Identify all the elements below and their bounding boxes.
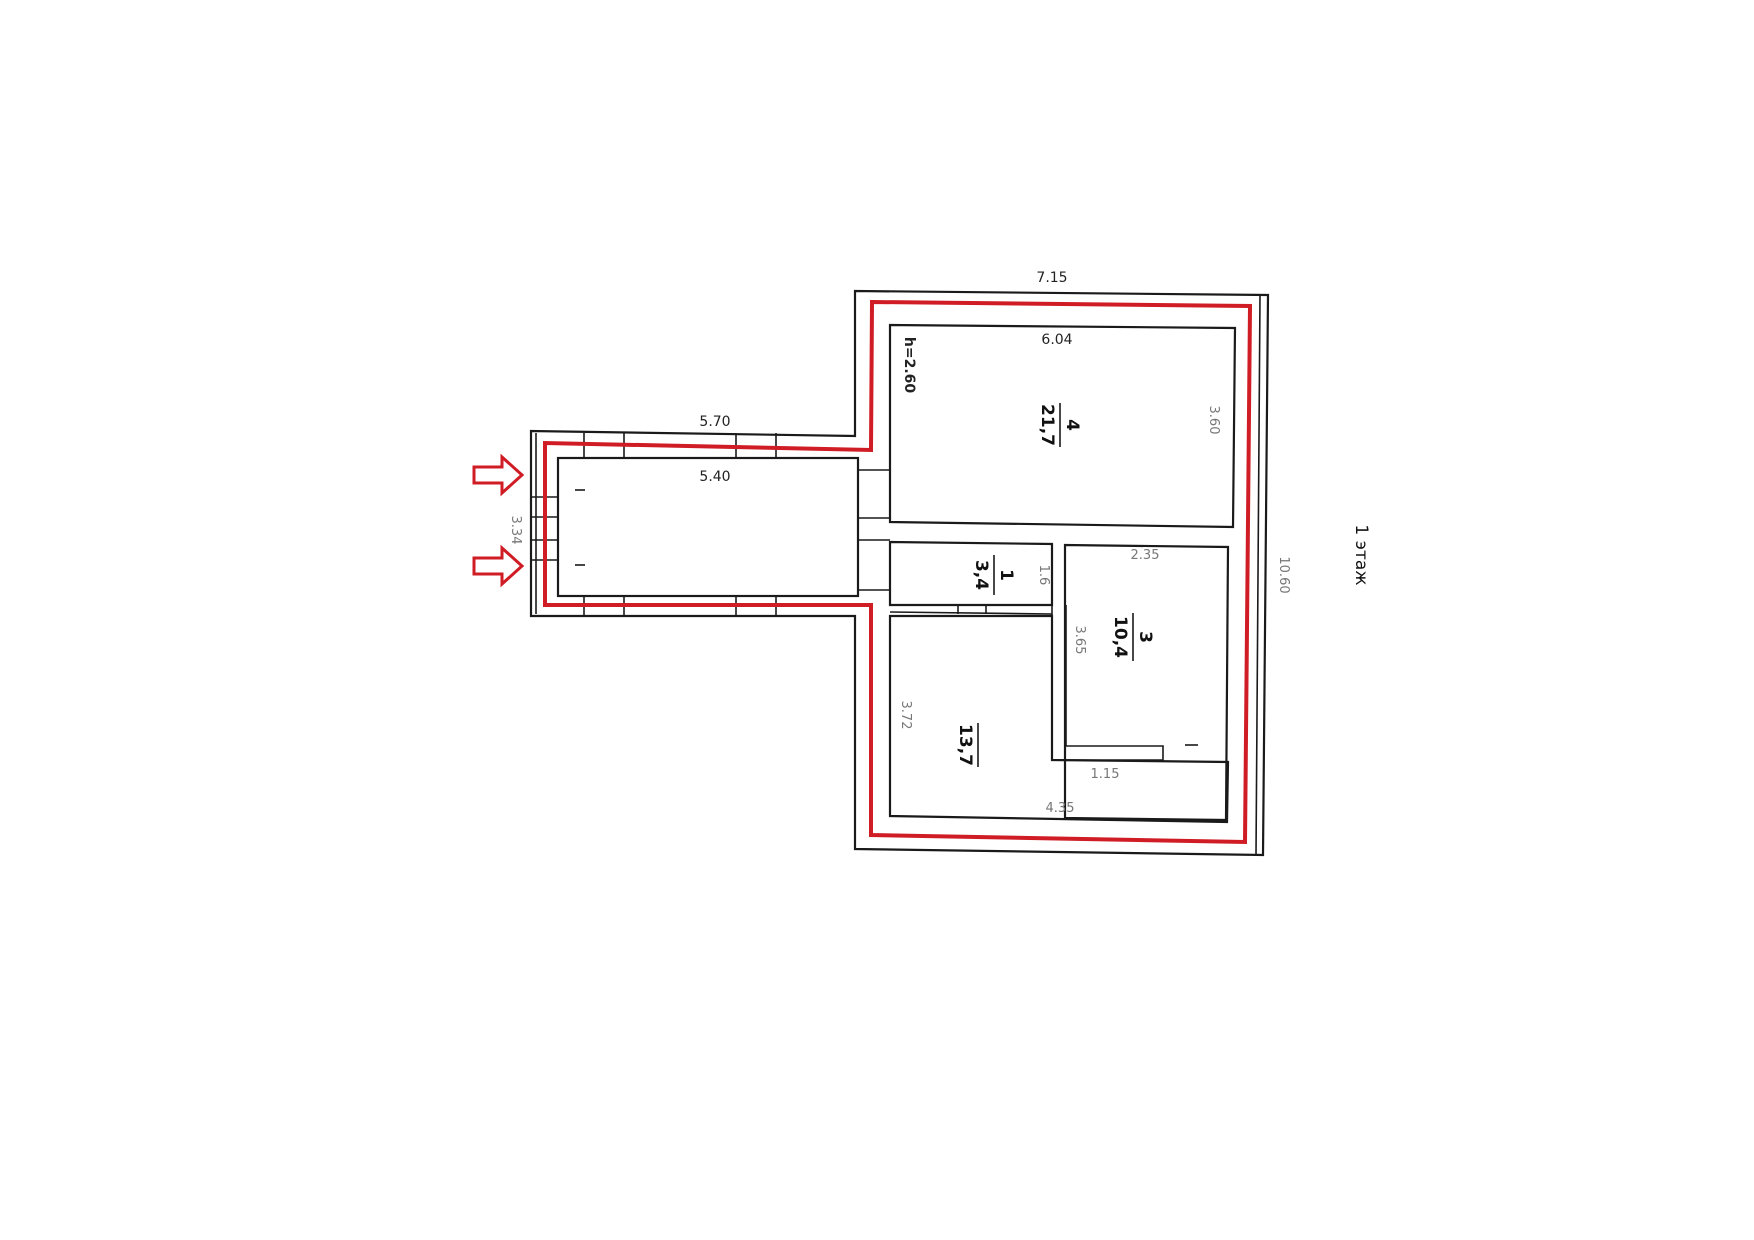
room-4 xyxy=(888,323,1237,529)
dim-room3-top: 2.35 xyxy=(1131,548,1160,563)
dim-room2-bottom: 4.35 xyxy=(1046,801,1075,816)
dim-top-inner: 6.04 xyxy=(1041,332,1072,348)
corridor-annex xyxy=(531,433,890,616)
dim-room1-side: 1.6 xyxy=(1036,565,1051,586)
room-label-2: 13,7 xyxy=(955,723,979,767)
room-number: 3 xyxy=(1135,631,1155,643)
dim-room2-bottom-inner: 1.15 xyxy=(1091,767,1120,782)
dim-room2-side: 3.72 xyxy=(898,701,913,730)
outer-walls xyxy=(529,289,1270,857)
entrance-arrow-icon xyxy=(472,453,525,497)
room-number: 4 xyxy=(1062,419,1082,431)
height-label: h=2.60 xyxy=(901,337,917,393)
entrance-arrow-icon xyxy=(472,544,525,588)
dim-top-outer: 7.15 xyxy=(1036,270,1067,286)
room-label-4: 4 21,7 xyxy=(1037,403,1082,447)
room-2 xyxy=(888,614,1230,824)
dim-room3-side: 3.65 xyxy=(1072,626,1087,655)
dim-corridor-inner: 5.40 xyxy=(699,469,730,485)
room-label-1: 1 3,4 xyxy=(971,555,1016,595)
room-area: 10,4 xyxy=(1110,616,1130,658)
boundary-outline xyxy=(543,299,1253,845)
dim-corridor-outer: 5.70 xyxy=(699,414,730,430)
room-number: 1 xyxy=(996,569,1016,581)
dim-right-outer: 10.60 xyxy=(1276,556,1291,593)
room-area: 3,4 xyxy=(971,560,991,590)
room-3 xyxy=(1051,543,1230,822)
room-area: 13,7 xyxy=(955,724,975,766)
room-area: 21,7 xyxy=(1037,404,1057,446)
dim-corridor-side: 3.34 xyxy=(508,516,523,545)
room-1 xyxy=(888,540,1054,615)
floor-label: 1 этаж xyxy=(1351,524,1371,585)
dim-room4-side: 3.60 xyxy=(1206,406,1221,435)
room-label-3: 3 10,4 xyxy=(1110,613,1155,661)
